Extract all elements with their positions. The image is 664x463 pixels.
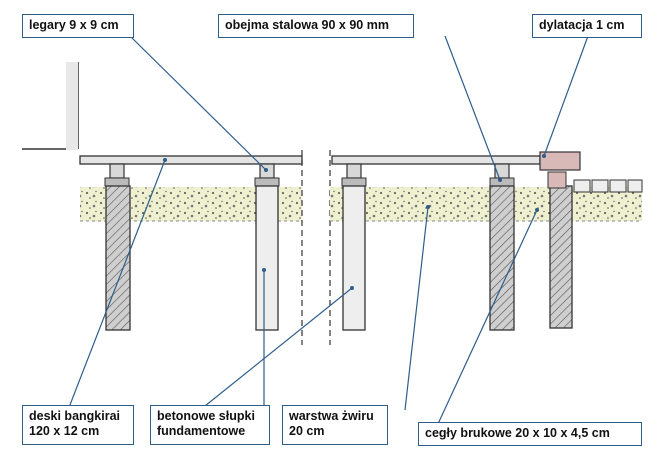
leader-zwir [404, 206, 429, 411]
label-slupki-line1: betonowe słupki [157, 409, 255, 423]
leader-lines [67, 35, 589, 427]
label-dylatacja: dylatacja 1 cm [532, 14, 642, 38]
label-obejma-text: obejma stalowa 90 x 90 mm [225, 18, 389, 32]
label-dylatacja-text: dylatacja 1 cm [539, 18, 625, 32]
left-joist-1 [104, 163, 130, 187]
right-joist-2 [489, 163, 515, 187]
label-slupki-line2: fundamentowe [157, 424, 246, 438]
wall [22, 62, 79, 150]
right-deck-board [331, 155, 541, 165]
label-zwir-line2: 20 cm [289, 424, 325, 438]
leader-cegly [436, 209, 538, 427]
label-zwir-line1: warstwa żwiru [289, 409, 374, 423]
label-deski-line2: 120 x 12 cm [29, 424, 100, 438]
leader-slupki-1 [199, 287, 353, 411]
right-concrete-post-1 [342, 185, 366, 331]
label-cegly-text: cegły brukowe 20 x 10 x 4,5 cm [425, 426, 610, 440]
label-zwir: warstwa żwiru 20 cm [282, 405, 388, 445]
left-joist-2 [254, 163, 280, 187]
leader-endpoints [163, 154, 546, 290]
leader-obejma [444, 35, 501, 181]
left-concrete-post-2 [255, 185, 279, 331]
label-legary-text: legary 9 x 9 cm [29, 18, 119, 32]
right-joist-1 [341, 163, 367, 187]
label-deski-line1: deski bangkirai [29, 409, 121, 423]
left-deck-board [79, 155, 303, 165]
leader-deski [67, 159, 166, 411]
edge-concrete-post [549, 185, 573, 329]
paving-bricks [547, 171, 643, 193]
label-legary: legary 9 x 9 cm [22, 14, 134, 38]
leader-dylatacja [543, 35, 589, 157]
left-concrete-post-1 [105, 185, 131, 331]
right-gravel-layer [330, 187, 642, 222]
label-slupki: betonowe słupki fundamentowe [150, 405, 270, 445]
expansion-gap-brick [539, 151, 581, 171]
right-concrete-post-2 [489, 185, 515, 331]
label-deski: deski bangkirai 120 x 12 cm [22, 405, 134, 445]
leader-legary [129, 35, 267, 171]
label-cegly: cegły brukowe 20 x 10 x 4,5 cm [418, 422, 642, 446]
label-obejma: obejma stalowa 90 x 90 mm [218, 14, 414, 38]
